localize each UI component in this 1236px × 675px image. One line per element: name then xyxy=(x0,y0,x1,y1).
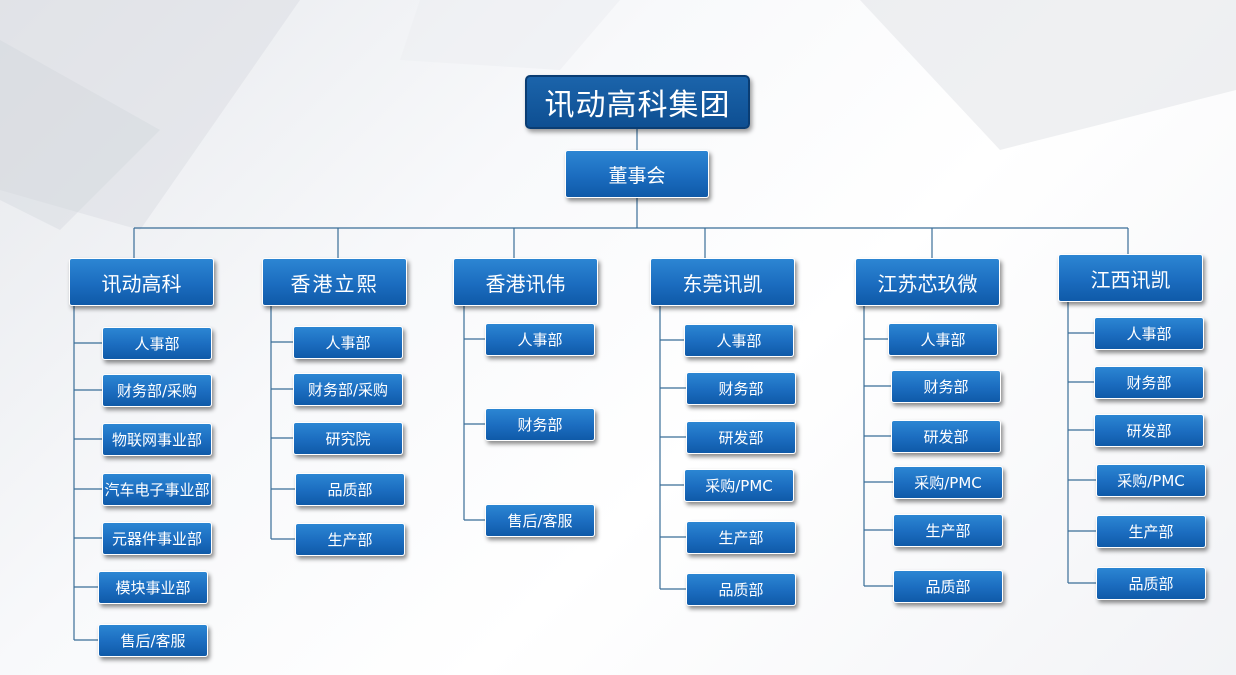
dept-label: 人事部 xyxy=(1126,325,1172,343)
dept-label: 财务部/采购 xyxy=(307,381,389,399)
dept-label: 模块事业部 xyxy=(115,579,191,597)
dept-box: 售后/客服 xyxy=(485,504,595,537)
dept-box: 研发部 xyxy=(686,421,796,454)
dept-label: 品质部 xyxy=(925,578,971,596)
dept-box: 物联网事业部 xyxy=(102,423,212,456)
dept-label: 人事部 xyxy=(517,331,563,349)
dept-box: 售后/客服 xyxy=(98,624,208,657)
board-box: 董事会 xyxy=(565,150,709,198)
branch-label: 江苏芯玖微 xyxy=(877,271,978,296)
dept-box: 生产部 xyxy=(686,521,796,554)
dept-label: 元器件事业部 xyxy=(111,530,202,548)
branch-label: 讯动高科 xyxy=(101,271,182,296)
dept-box: 人事部 xyxy=(102,327,212,360)
dept-label: 研发部 xyxy=(1126,422,1172,440)
dept-label: 研发部 xyxy=(718,429,764,447)
dept-box: 生产部 xyxy=(295,523,405,556)
dept-box: 生产部 xyxy=(893,514,1003,547)
dept-label: 售后/客服 xyxy=(120,632,186,650)
dept-box: 品质部 xyxy=(893,570,1003,603)
dept-label: 研发部 xyxy=(923,428,969,446)
dept-label: 财务部 xyxy=(718,380,764,398)
branch-label: 香港立熙 xyxy=(290,271,379,296)
branch-label: 江西讯凯 xyxy=(1090,267,1171,292)
dept-box: 人事部 xyxy=(684,324,794,357)
dept-label: 人事部 xyxy=(325,334,371,352)
dept-box: 财务部/采购 xyxy=(293,373,403,406)
dept-label: 生产部 xyxy=(925,522,971,540)
dept-box: 财务部 xyxy=(485,408,595,441)
dept-label: 品质部 xyxy=(1128,575,1174,593)
dept-label: 采购/PMC xyxy=(914,474,982,492)
dept-label: 售后/客服 xyxy=(507,512,573,530)
dept-box: 人事部 xyxy=(293,326,403,359)
dept-box: 模块事业部 xyxy=(98,571,208,604)
dept-box: 财务部 xyxy=(891,370,1001,403)
dept-box: 品质部 xyxy=(686,573,796,606)
dept-box: 汽车电子事业部 xyxy=(102,473,212,506)
dept-box: 采购/PMC xyxy=(893,466,1003,499)
dept-box: 财务部 xyxy=(1094,366,1204,399)
dept-label: 汽车电子事业部 xyxy=(104,481,210,499)
dept-box: 研究院 xyxy=(293,422,403,455)
dept-label: 财务部 xyxy=(1126,374,1172,392)
dept-label: 财务部 xyxy=(517,416,563,434)
dept-box: 生产部 xyxy=(1096,515,1206,548)
dept-label: 人事部 xyxy=(716,332,762,350)
branch-box-jiangxi-xunkai: 江西讯凯 xyxy=(1058,254,1203,302)
dept-box: 研发部 xyxy=(1094,414,1204,447)
dept-box: 采购/PMC xyxy=(1096,464,1206,497)
dept-label: 财务部/采购 xyxy=(116,382,198,400)
dept-box: 人事部 xyxy=(888,323,998,356)
dept-label: 采购/PMC xyxy=(1117,472,1185,490)
branch-label: 东莞讯凯 xyxy=(682,271,763,296)
dept-label: 采购/PMC xyxy=(705,477,773,495)
dept-label: 研究院 xyxy=(325,430,371,448)
dept-box: 品质部 xyxy=(1096,567,1206,600)
branch-box-hk-lixi: 香港立熙 xyxy=(262,258,407,306)
dept-label: 物联网事业部 xyxy=(111,431,202,449)
dept-box: 人事部 xyxy=(485,323,595,356)
branch-label: 香港讯伟 xyxy=(485,271,566,296)
dept-box: 元器件事业部 xyxy=(102,522,212,555)
dept-box: 财务部/采购 xyxy=(102,374,212,407)
branch-box-jiangsu-xinjiuwei: 江苏芯玖微 xyxy=(855,258,1000,306)
dept-label: 人事部 xyxy=(134,335,180,353)
group-title: 讯动高科集团 xyxy=(544,88,731,123)
dept-label: 人事部 xyxy=(920,331,966,349)
dept-label: 品质部 xyxy=(327,481,373,499)
dept-label: 生产部 xyxy=(327,531,373,549)
dept-label: 生产部 xyxy=(718,529,764,547)
branch-box-xundong: 讯动高科 xyxy=(69,258,214,306)
dept-label: 财务部 xyxy=(923,378,969,396)
dept-box: 财务部 xyxy=(686,372,796,405)
group-title-box: 讯动高科集团 xyxy=(525,75,750,129)
dept-box: 研发部 xyxy=(891,420,1001,453)
dept-label: 生产部 xyxy=(1128,523,1174,541)
dept-box: 采购/PMC xyxy=(684,469,794,502)
dept-label: 品质部 xyxy=(718,581,764,599)
branch-box-dongguan-xunkai: 东莞讯凯 xyxy=(650,258,795,306)
dept-box: 品质部 xyxy=(295,473,405,506)
dept-box: 人事部 xyxy=(1094,317,1204,350)
board-label: 董事会 xyxy=(608,164,666,187)
branch-box-hk-xunwei: 香港讯伟 xyxy=(453,258,598,306)
